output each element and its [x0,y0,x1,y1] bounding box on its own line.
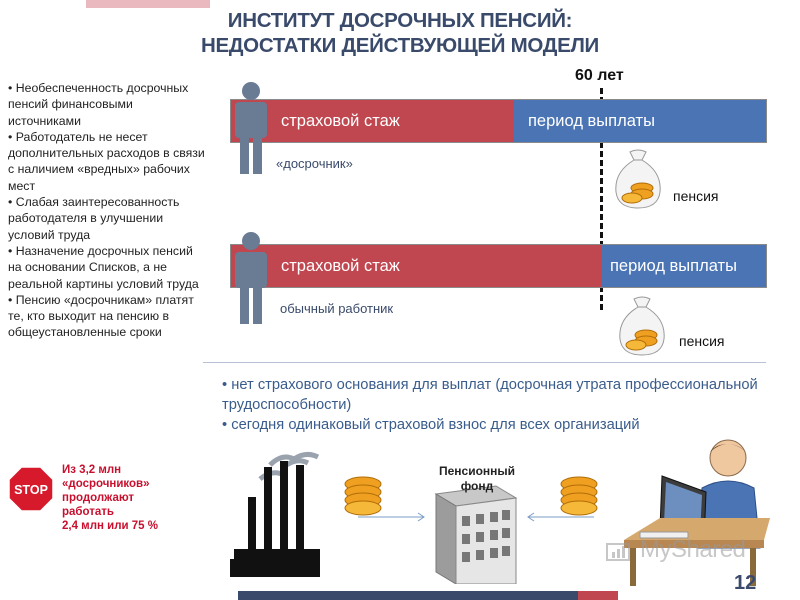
page-title-line2: НЕДОСТАТКИ ДЕЙСТВУЮЩЕЙ МОДЕЛИ [201,34,599,57]
retirement-age-marker [600,88,603,310]
stop-sign-icon: STOP [8,466,54,512]
factory-icon [230,451,320,577]
arrow-to-fund [527,512,594,522]
payment-period-segment: период выплаты [602,245,766,287]
coins-icon [560,476,598,516]
office-worker-icon [624,439,770,586]
drawback-item: • Слабая заинтересованность работодателя… [8,195,180,242]
stop-note-line: 2,4 млн или 75 % [62,520,158,532]
money-bag-icon [619,296,665,356]
early-retiree-label: «досрочник» [276,156,353,171]
retirement-age-label: 60 лет [575,67,624,84]
stop-note-line: продолжают [62,492,135,504]
building-icon [434,485,518,584]
pension-fund-label-line: фонд [460,479,494,493]
early-retiree-timeline: страховой стаж период выплаты [230,99,767,143]
person-icon [235,232,267,324]
bottom-accent-bar [578,591,618,600]
page-title: ИНСТИТУТ ДОСРОЧНЫХ ПЕНСИЙ: НЕДОСТАТКИ ДЕ… [160,8,640,58]
notes-list: • нет страхового основания для выплат (д… [222,375,782,435]
stop-note: Из 3,2 млн «досрочников» продолжают рабо… [62,463,202,533]
note-item: • сегодня одинаковый страховой взнос для… [222,417,640,433]
stop-sign-text: STOP [14,483,48,497]
person-icon [235,82,267,174]
top-accent-bar [86,0,210,8]
note-item: • нет страхового основания для выплат (д… [222,377,758,413]
coins-icon [344,476,382,516]
drawbacks-list: • Необеспеченность досрочных пенсий фина… [8,80,208,341]
drawback-item: • Назначение досрочных пенсий на основан… [8,243,199,291]
insurance-period-segment: страховой стаж [231,245,602,287]
pension-fund-label-line: Пенсионный [438,464,516,478]
slide-number: 12 [734,572,757,594]
section-divider [203,362,766,363]
watermark-logo-icon [606,543,630,561]
stop-note-line: Из 3,2 млн [62,464,122,476]
drawback-item: • Необеспеченность досрочных пенсий фина… [8,81,189,128]
arrow-to-fund [358,512,425,522]
payment-period-segment: период выплаты [514,100,766,142]
drawback-item: • Пенсию «досрочникам» платят те, кто вы… [8,292,194,340]
insurance-period-segment: страховой стаж [231,100,514,142]
watermark: MyShared [640,536,746,563]
page-title-line1: ИНСТИТУТ ДОСРОЧНЫХ ПЕНСИЙ: [227,9,573,32]
regular-worker-label: обычный работник [280,301,394,316]
early-pension-label: пенсия [673,188,719,204]
pension-fund-label: Пенсионный фонд [427,464,527,494]
stop-note-line: «досрочников» [62,478,150,490]
regular-pension-label: пенсия [679,333,725,349]
stop-note-line: работать [62,506,114,518]
regular-worker-timeline: страховой стаж период выплаты [230,244,767,288]
bottom-accent-bar [238,591,578,600]
drawback-item: • Работодатель не несет дополнительных р… [8,129,205,193]
money-bag-icon [615,149,661,209]
